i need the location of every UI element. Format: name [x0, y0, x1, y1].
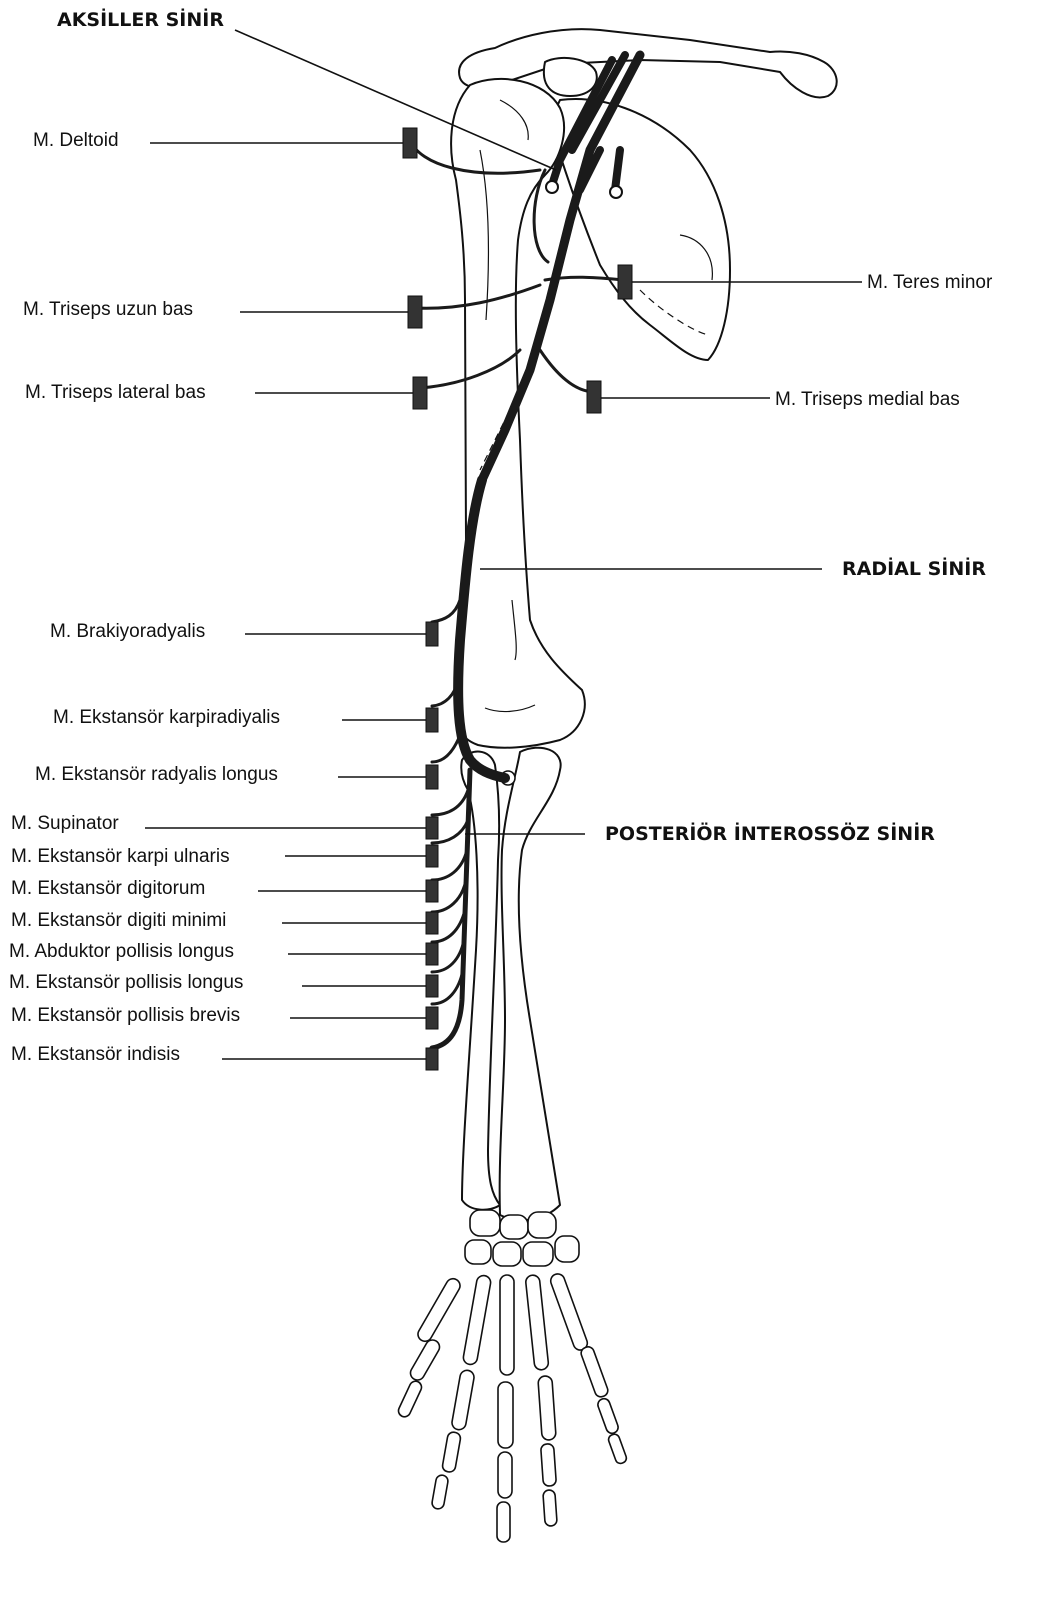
label-abd-pollicis-longus: M. Abduktor pollisis longus: [9, 941, 234, 962]
label-brachioradialis: M. Brakiyoradyalis: [50, 621, 205, 642]
marker-brachioradialis: [426, 622, 438, 646]
axillary-nerve-label: AKSİLLER SİNİR: [57, 7, 224, 31]
marker-triceps-lateral: [413, 377, 427, 409]
label-supinator: M. Supinator: [11, 813, 119, 834]
label-triceps-long: M. Triseps uzun bas: [23, 299, 193, 320]
label-ext-digiti-minimi: M. Ekstansör digiti minimi: [11, 910, 226, 931]
label-triceps-medial: M. Triseps medial bas: [775, 389, 960, 410]
label-ext-carpi-ulnaris: M. Ekstansör karpi ulnaris: [11, 846, 230, 867]
marker-deltoid: [403, 128, 417, 158]
marker-ext-pollicis-brevis: [426, 1007, 438, 1029]
marker-ext-pollicis-longus: [426, 975, 438, 997]
label-ext-digitorum: M. Ekstansör digitorum: [11, 878, 205, 899]
humerus: [451, 79, 585, 748]
marker-teres-minor: [618, 265, 632, 299]
marker-supinator: [426, 817, 438, 839]
label-ext-pollicis-longus: M. Ekstansör pollisis longus: [9, 972, 243, 993]
marker-abd-pollicis-longus: [426, 943, 438, 965]
label-triceps-lateral: M. Triseps lateral bas: [25, 382, 206, 403]
marker-ext-carpi-radialis: [426, 708, 438, 732]
label-deltoid: M. Deltoid: [33, 130, 119, 151]
marker-ext-radialis-longus: [426, 765, 438, 789]
label-ext-indicis: M. Ekstansör indisis: [11, 1044, 180, 1065]
marker-triceps-long: [408, 296, 422, 328]
posterior-interosseous-nerve-label: POSTERİÖR İNTEROSSÖZ SİNİR: [605, 821, 935, 845]
radial-nerve-label: RADİAL SİNİR: [842, 556, 986, 580]
hand-bones: [397, 1210, 628, 1542]
marker-ext-digitorum: [426, 880, 438, 902]
label-teres-minor: M. Teres minor: [867, 272, 993, 293]
marker-ext-carpi-ulnaris: [426, 845, 438, 867]
label-ext-pollicis-brevis: M. Ekstansör pollisis brevis: [11, 1005, 240, 1026]
marker-ext-digiti-minimi: [426, 912, 438, 934]
forearm-bones: [461, 748, 560, 1221]
label-ext-carpi-radialis: M. Ekstansör karpiradiyalis: [53, 707, 280, 728]
label-ext-radialis-longus: M. Ekstansör radyalis longus: [35, 764, 278, 785]
marker-triceps-medial: [587, 381, 601, 413]
marker-ext-indicis: [426, 1048, 438, 1070]
